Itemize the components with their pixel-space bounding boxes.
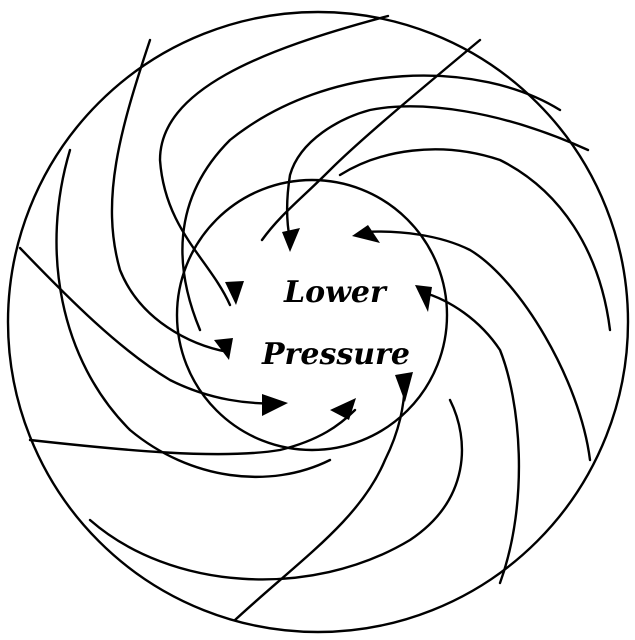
flow-arrowheads [214, 225, 432, 420]
spiral-streamlines [18, 14, 612, 622]
label-pressure: Pressure [261, 337, 410, 372]
arrowhead-1 [282, 228, 300, 252]
arrowhead-8 [225, 281, 244, 305]
streamline-10 [55, 148, 332, 479]
streamline-2 [110, 38, 230, 354]
inner-ring [175, 178, 449, 452]
streamline-11 [88, 398, 464, 581]
arrowhead-4 [395, 372, 413, 402]
outer-boundary-circle [6, 10, 630, 634]
streamline-9 [181, 74, 562, 332]
streamline-13 [260, 38, 482, 242]
streamline-1 [158, 14, 390, 307]
streamline-4 [28, 408, 357, 456]
streamline-8 [285, 105, 590, 242]
streamline-5 [233, 381, 407, 622]
streamline-7 [360, 230, 592, 462]
label-lower: Lower [283, 275, 388, 310]
arrowhead-5 [330, 398, 356, 420]
streamline-6 [420, 290, 521, 585]
arrowhead-7 [214, 338, 233, 360]
streamline-3 [18, 246, 284, 405]
arrowhead-6 [262, 394, 288, 416]
streamline-12 [338, 148, 612, 332]
arrowhead-3 [415, 285, 432, 312]
arrowhead-2 [352, 225, 380, 243]
